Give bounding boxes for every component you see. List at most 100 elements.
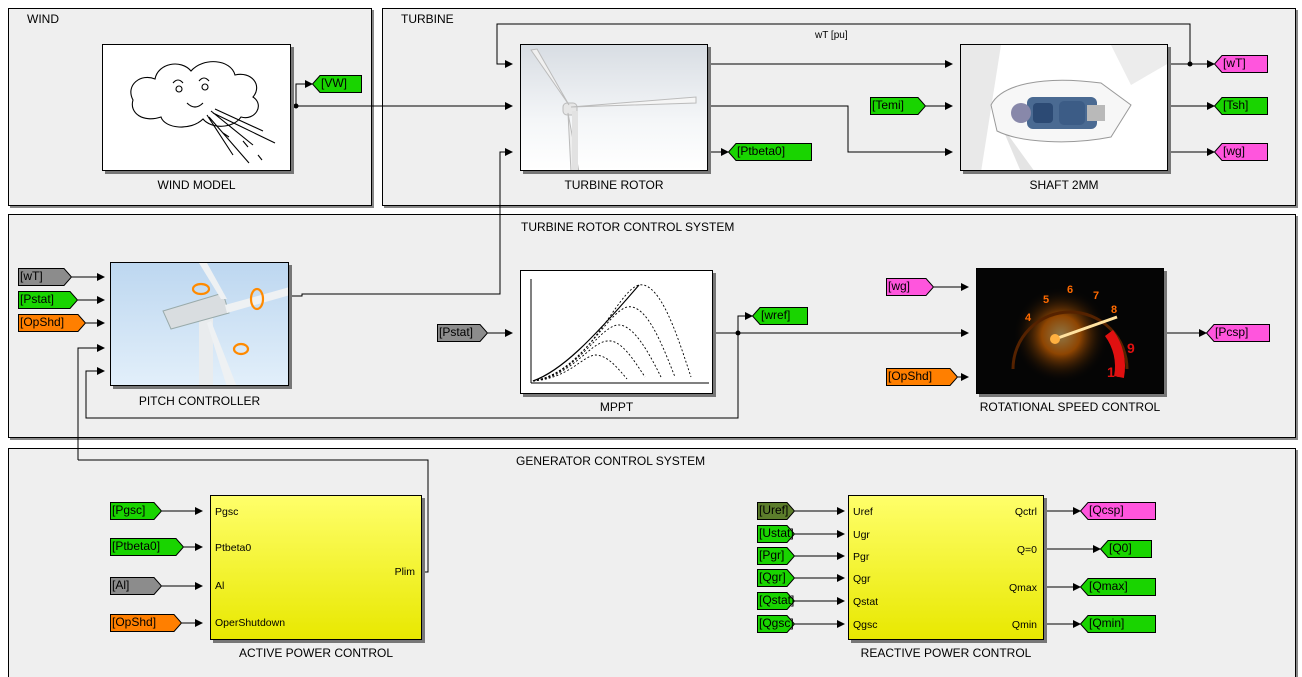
tag-goto-wref[interactable]: [wref] bbox=[752, 307, 808, 325]
tag-text: [wg] bbox=[1214, 144, 1248, 158]
svg-text:10: 10 bbox=[1107, 364, 1123, 380]
svg-text:9: 9 bbox=[1127, 340, 1135, 356]
turbine-rotor-label: TURBINE ROTOR bbox=[520, 178, 708, 192]
tag-text: [Ptbeta0] bbox=[728, 144, 788, 158]
wind-cloud-image bbox=[103, 45, 291, 171]
tag-text: [wT] bbox=[1214, 56, 1249, 70]
nacelle-image bbox=[961, 45, 1168, 171]
tag-from-Ustat[interactable]: [Ustat] bbox=[757, 525, 795, 543]
tag-text: [VW] bbox=[312, 76, 350, 90]
tag-goto-Qmin[interactable]: [Qmin] bbox=[1080, 615, 1156, 633]
tag-from-Qgr[interactable]: [Qgr] bbox=[757, 569, 795, 587]
wind-model-label: WIND MODEL bbox=[102, 178, 291, 192]
rotational-speed-label: ROTATIONAL SPEED CONTROL bbox=[944, 400, 1196, 414]
tag-text: [wref] bbox=[752, 308, 793, 322]
tag-text: [Ustat] bbox=[757, 526, 797, 540]
tag-from-Pstat[interactable]: [Pstat] bbox=[18, 291, 78, 309]
port-plim: Plim bbox=[395, 566, 415, 578]
port-qctrl: Qctrl bbox=[1015, 506, 1037, 518]
tag-from-Pstat-mppt[interactable]: [Pstat] bbox=[437, 324, 488, 342]
tag-goto-wg[interactable]: [wg] bbox=[1214, 143, 1268, 161]
tag-text: [Pgr] bbox=[757, 548, 787, 562]
mppt-curves-image bbox=[521, 271, 713, 394]
tag-from-Qgsc[interactable]: [Qgsc] bbox=[757, 615, 795, 633]
port-ptbeta0: Ptbeta0 bbox=[215, 542, 251, 554]
tag-from-wT[interactable]: [wT] bbox=[18, 268, 72, 286]
tag-text: [Qgr] bbox=[757, 570, 789, 584]
port-q0: Q=0 bbox=[1017, 544, 1037, 556]
reactive-power-label: REACTIVE POWER CONTROL bbox=[820, 646, 1072, 660]
tag-text: [Qmin] bbox=[1080, 616, 1127, 630]
svg-text:4: 4 bbox=[1025, 312, 1032, 324]
tag-text: [OpShd] bbox=[110, 615, 159, 629]
svg-text:5: 5 bbox=[1043, 294, 1049, 306]
svg-text:8: 8 bbox=[1111, 304, 1117, 316]
pitch-controller-label: PITCH CONTROLLER bbox=[110, 394, 289, 408]
tag-goto-Q0[interactable]: [Q0] bbox=[1100, 540, 1152, 558]
tag-text: [Q0] bbox=[1100, 541, 1135, 555]
tag-from-OpShd[interactable]: [OpShd] bbox=[18, 314, 86, 332]
active-power-block[interactable]: Pgsc Ptbeta0 Al OperShutdown Plim bbox=[210, 495, 422, 640]
svg-text:6: 6 bbox=[1067, 284, 1073, 296]
mppt-block[interactable] bbox=[520, 270, 713, 394]
tag-goto-Ptbeta0[interactable]: [Ptbeta0] bbox=[728, 143, 812, 161]
port-pgsc: Pgsc bbox=[215, 506, 238, 518]
tag-text: [Uref] bbox=[757, 503, 791, 517]
tag-text: [Pgsc] bbox=[110, 503, 148, 517]
tag-from-OpShd-rsc[interactable]: [OpShd] bbox=[886, 368, 958, 386]
tag-from-Qstat[interactable]: [Qstat] bbox=[757, 592, 795, 610]
tag-text: [Ptbeta0] bbox=[110, 539, 163, 553]
tag-goto-wT[interactable]: [wT] bbox=[1214, 55, 1268, 73]
port-uref: Uref bbox=[853, 506, 873, 518]
port-al: Al bbox=[215, 580, 224, 592]
tag-text: [Pstat] bbox=[437, 325, 476, 339]
wind-model-block[interactable] bbox=[102, 44, 291, 171]
tag-from-Temi[interactable]: [Temi] bbox=[870, 97, 926, 115]
tag-text: [Temi] bbox=[870, 98, 907, 112]
tag-text: [Tsh] bbox=[1214, 98, 1251, 112]
active-power-label: ACTIVE POWER CONTROL bbox=[190, 646, 442, 660]
shaft-block[interactable] bbox=[960, 44, 1168, 171]
tag-text: [Pstat] bbox=[18, 292, 57, 306]
tag-from-wg[interactable]: [wg] bbox=[886, 278, 934, 296]
tag-text: [Qmax] bbox=[1080, 579, 1131, 593]
turbine-rotor-block[interactable] bbox=[520, 44, 708, 171]
mppt-label: MPPT bbox=[520, 400, 713, 414]
tag-from-Pgsc[interactable]: [Pgsc] bbox=[110, 502, 162, 520]
tag-text: [wg] bbox=[886, 279, 913, 293]
tag-from-Pgr[interactable]: [Pgr] bbox=[757, 547, 795, 565]
tag-text: [Pcsp] bbox=[1206, 325, 1251, 339]
tag-text: [Al] bbox=[110, 578, 132, 592]
tag-from-Ptbeta0[interactable]: [Ptbeta0] bbox=[110, 538, 184, 556]
tag-text: [wT] bbox=[18, 269, 46, 283]
port-ugr: Ugr bbox=[853, 529, 870, 541]
tag-from-Uref[interactable]: [Uref] bbox=[757, 502, 795, 520]
tag-text: [OpShd] bbox=[886, 369, 935, 383]
tag-text: [OpShd] bbox=[18, 315, 67, 329]
turbine-rotor-image bbox=[521, 45, 708, 171]
reactive-power-block[interactable]: Uref Ugr Pgr Qgr Qstat Qgsc Qctrl Q=0 Qm… bbox=[848, 495, 1044, 640]
port-pgr: Pgr bbox=[853, 551, 869, 563]
pitch-turbine-image bbox=[111, 263, 289, 386]
port-qmin: Qmin bbox=[1012, 619, 1037, 631]
port-qgr: Qgr bbox=[853, 573, 871, 585]
wT-wire-label: wT [pu] bbox=[815, 30, 848, 41]
tag-text: [Qstat] bbox=[757, 593, 797, 607]
tag-from-Al[interactable]: [Al] bbox=[110, 577, 162, 595]
tag-goto-Pcsp[interactable]: [Pcsp] bbox=[1206, 324, 1270, 342]
svg-text:7: 7 bbox=[1093, 290, 1099, 302]
tag-goto-Tsh[interactable]: [Tsh] bbox=[1214, 97, 1268, 115]
tag-text: [Qcsp] bbox=[1080, 503, 1127, 517]
tag-text: [Qgsc] bbox=[757, 616, 797, 630]
port-qmax: Qmax bbox=[1009, 582, 1037, 594]
shaft-label: SHAFT 2MM bbox=[960, 178, 1168, 192]
tachometer-image: 45 6 78 910 bbox=[977, 269, 1164, 394]
tag-from-OpShd-apc[interactable]: [OpShd] bbox=[110, 614, 182, 632]
tag-goto-Qmax[interactable]: [Qmax] bbox=[1080, 578, 1156, 596]
tag-goto-vw[interactable]: [VW] bbox=[312, 75, 362, 93]
tag-goto-Qcsp[interactable]: [Qcsp] bbox=[1080, 502, 1156, 520]
pitch-controller-block[interactable] bbox=[110, 262, 289, 386]
port-opershutdown: OperShutdown bbox=[215, 617, 285, 629]
